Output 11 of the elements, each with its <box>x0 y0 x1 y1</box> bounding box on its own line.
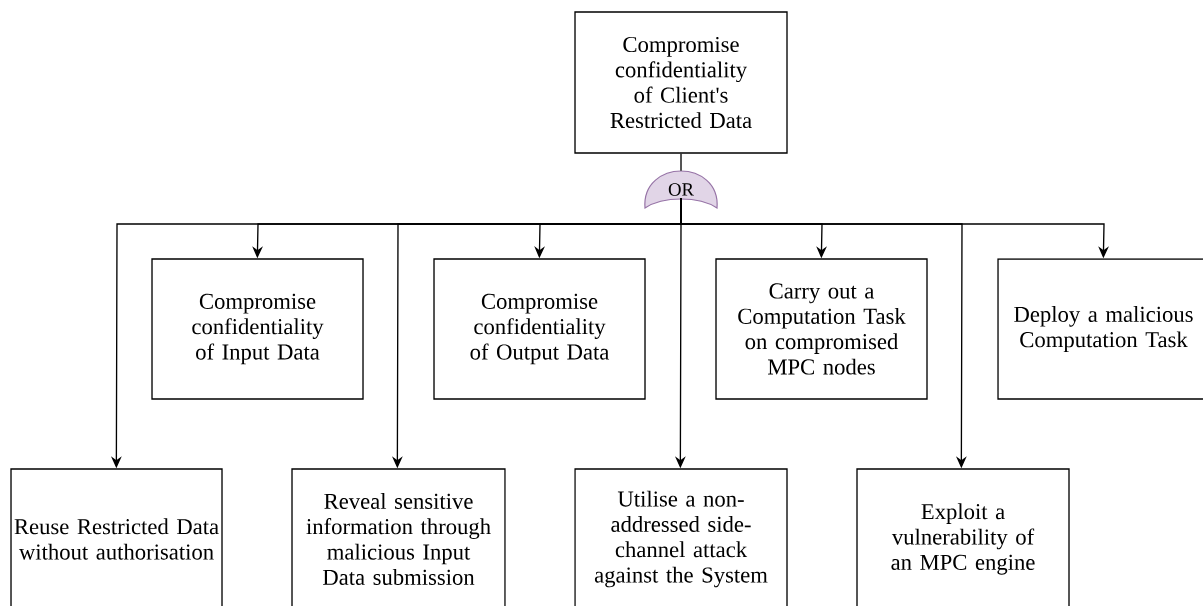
goal-box: Carry out a Computation Task on compromised MPC nodes <box>715 258 928 400</box>
goal-box: Compromise confidentiality of Client's Restricted Data <box>574 11 788 154</box>
goal-box: Deploy a malicious Computation Task <box>997 258 1203 400</box>
goal-box: Reuse Restricted Data without authorisation <box>10 468 223 606</box>
goal-box: Compromise confidentiality of Output Data <box>433 258 646 400</box>
goal-box: Utilise a non-addressed side-channel attack against the System <box>574 468 788 606</box>
goal-box: Exploit a vulnerability of an MPC engine <box>856 468 1070 606</box>
goal-box: Compromise confidentiality of Input Data <box>151 258 364 400</box>
or-gate: OR <box>644 170 718 209</box>
goal-box: Reveal sensitive information through malicious Input Data submission <box>291 468 506 606</box>
connector-line <box>680 153 682 172</box>
